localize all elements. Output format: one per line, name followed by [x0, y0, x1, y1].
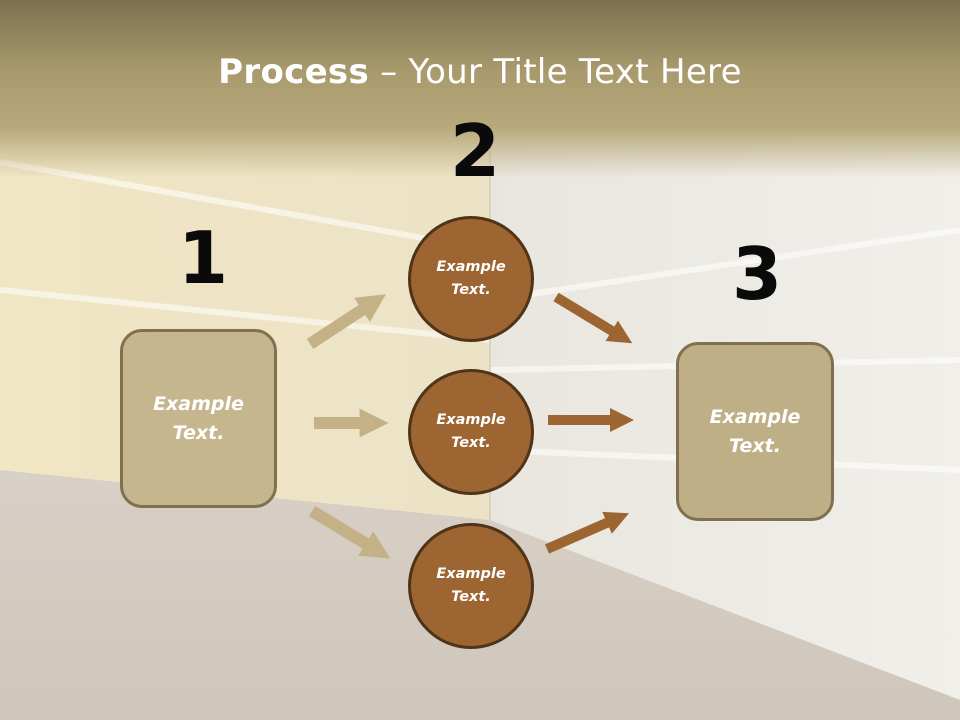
step3-box: Example Text.	[676, 342, 834, 521]
slide-title: Process – Your Title Text Here	[0, 52, 960, 92]
circle-bottom-text: Example Text.	[436, 566, 506, 605]
title-rest: – Your Title Text Here	[369, 52, 742, 92]
step3-box-text: Example Text.	[709, 405, 801, 457]
title-bold: Process	[218, 52, 370, 92]
step1-box-text: Example Text.	[153, 392, 244, 444]
arrow-left-to-bottom	[308, 505, 391, 559]
circle-mid-text: Example Text.	[436, 412, 506, 451]
arrow-top-to-right	[553, 292, 633, 344]
step2-circle-middle: Example Text.	[408, 369, 534, 495]
arrow-left-to-top	[306, 294, 387, 350]
step-number-3: 3	[732, 232, 783, 316]
step-number-2: 2	[450, 109, 501, 193]
arrow-bottom-to-right	[544, 511, 629, 554]
step1-box: Example Text.	[120, 329, 277, 508]
step-number-1: 1	[178, 216, 229, 300]
circle-top-text: Example Text.	[436, 259, 506, 298]
step2-circle-bottom: Example Text.	[408, 523, 534, 649]
step2-circle-top: Example Text.	[408, 216, 534, 342]
